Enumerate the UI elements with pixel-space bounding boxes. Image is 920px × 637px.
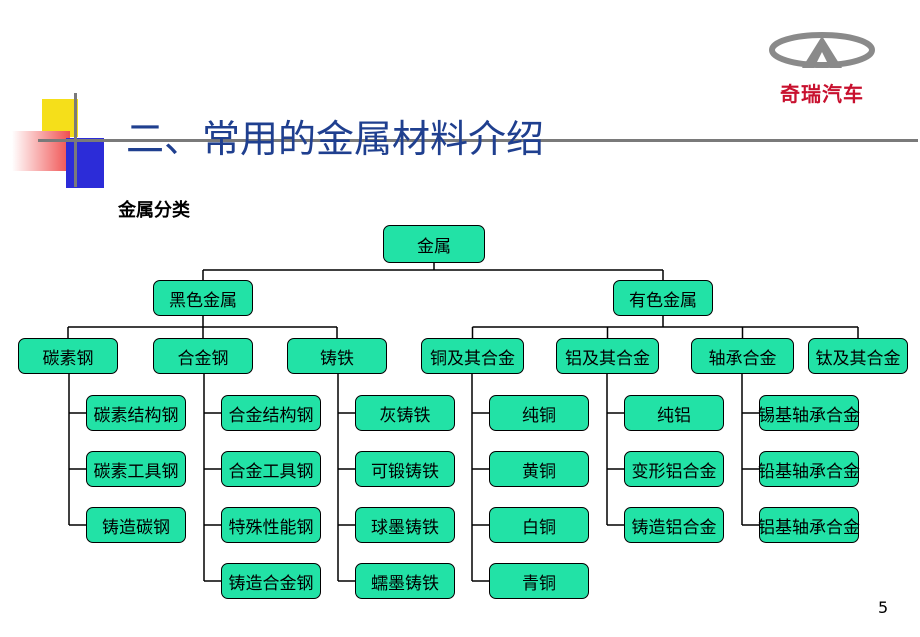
leaf-node: 白铜	[489, 507, 589, 543]
leaf-node: 合金结构钢	[221, 395, 321, 431]
group-node: 铸铁	[287, 338, 387, 374]
leaf-node: 铝基轴承合金	[758, 507, 860, 543]
leaf-node: 合金工具钢	[221, 451, 321, 487]
leaf-node: 锡基轴承合金	[758, 395, 860, 431]
deco-blue-square	[66, 138, 104, 188]
leaf-node: 蠕墨铸铁	[355, 563, 455, 599]
deco-horizontal-line	[38, 139, 918, 142]
leaf-node: 特殊性能钢	[221, 507, 321, 543]
group-node: 铜及其合金	[421, 338, 524, 374]
leaf-node: 灰铸铁	[355, 395, 455, 431]
category-node: 有色金属	[613, 280, 713, 316]
brand-text: 奇瑞汽车	[780, 82, 864, 106]
leaf-node: 球墨铸铁	[355, 507, 455, 543]
page-number: 5	[878, 598, 889, 617]
page-title: 二、常用的金属材料介绍	[126, 117, 545, 161]
leaf-node: 青铜	[489, 563, 589, 599]
leaf-node: 可锻铸铁	[355, 451, 455, 487]
leaf-node: 碳素工具钢	[86, 451, 186, 487]
group-node: 轴承合金	[691, 338, 794, 374]
leaf-node: 铅基轴承合金	[758, 451, 860, 487]
section-subtitle: 金属分类	[118, 200, 190, 221]
leaf-node: 铸造铝合金	[624, 507, 724, 543]
leaf-node: 铸造合金钢	[221, 563, 321, 599]
category-node: 黑色金属	[153, 280, 253, 316]
deco-red-square	[12, 131, 70, 171]
chery-logo-icon	[769, 32, 875, 68]
leaf-node: 变形铝合金	[624, 451, 724, 487]
root-node: 金属	[383, 225, 485, 263]
group-node: 碳素钢	[18, 338, 118, 374]
group-node: 铝及其合金	[556, 338, 659, 374]
leaf-node: 铸造碳钢	[86, 507, 186, 543]
leaf-node: 纯铝	[624, 395, 724, 431]
group-node: 合金钢	[153, 338, 253, 374]
deco-yellow-square	[42, 99, 78, 137]
leaf-node: 碳素结构钢	[86, 395, 186, 431]
group-node: 钛及其合金	[808, 338, 908, 374]
leaf-node: 纯铜	[489, 395, 589, 431]
leaf-node: 黄铜	[489, 451, 589, 487]
